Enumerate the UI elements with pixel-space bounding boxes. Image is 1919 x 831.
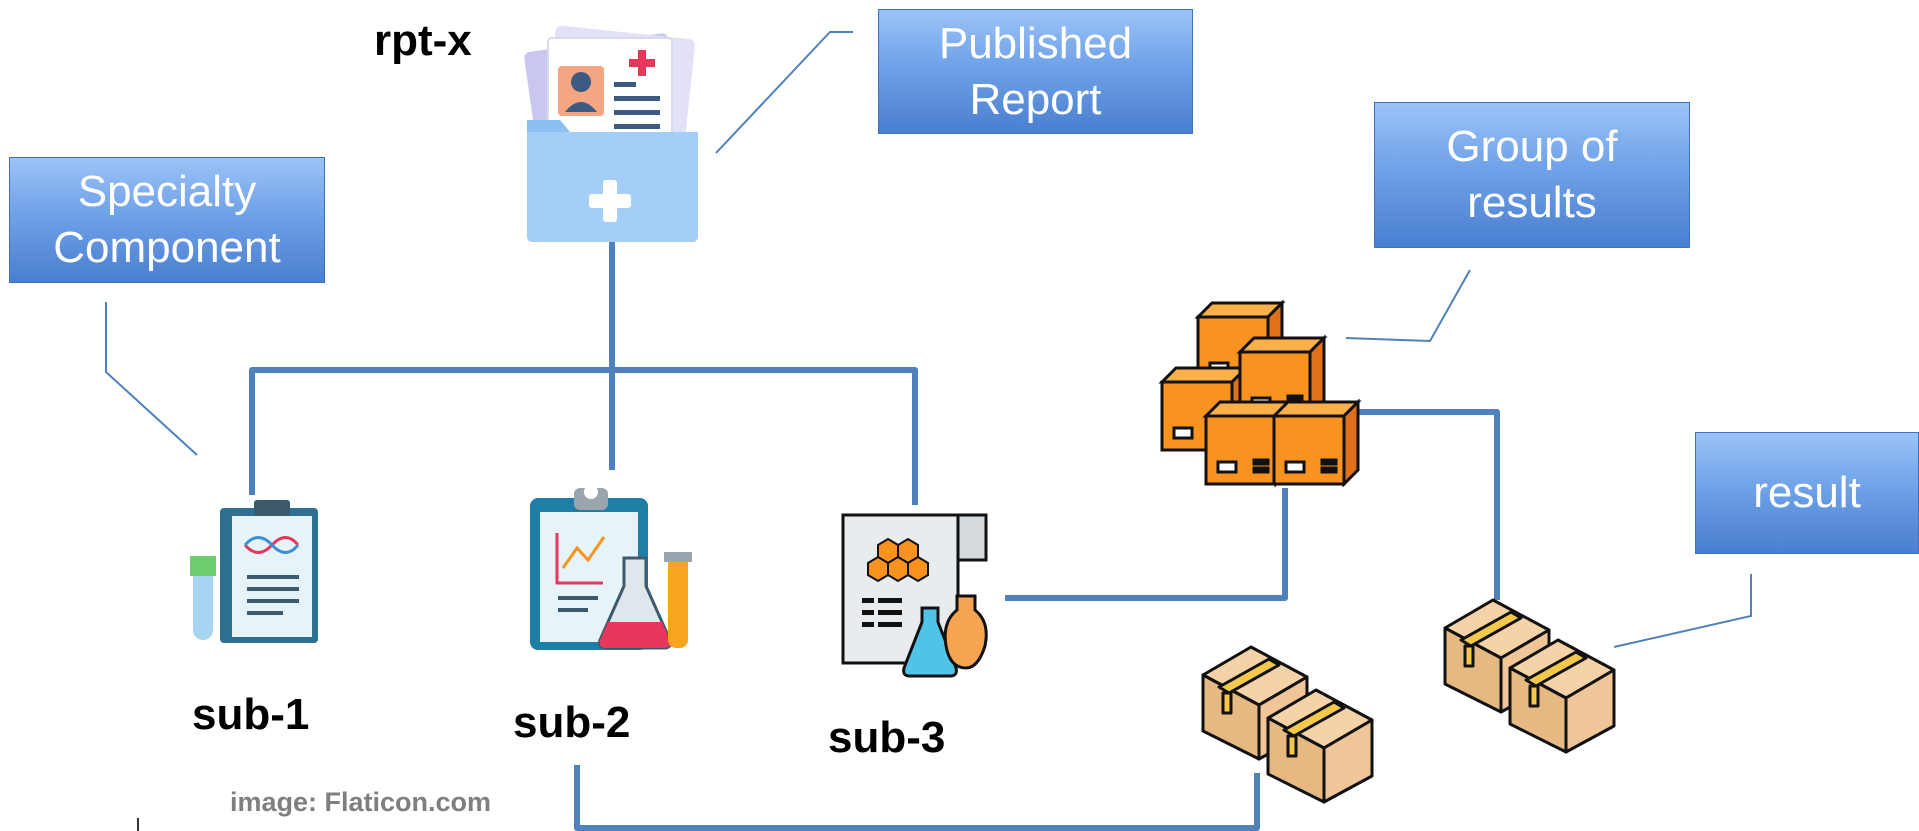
sub3-to-group-line xyxy=(1005,488,1288,601)
cardboard-boxes-icon xyxy=(1443,598,1616,754)
chemistry-document-icon xyxy=(841,513,988,678)
published-report-callout: Published Report xyxy=(878,9,1193,134)
sub3-node-label: sub-3 xyxy=(828,713,946,762)
result-callout: result xyxy=(1695,432,1919,554)
stacked-boxes-icon xyxy=(1158,299,1362,488)
leader-lines xyxy=(105,31,1752,648)
sub2-node-label: sub-2 xyxy=(513,698,631,747)
root-node-label: rpt-x xyxy=(374,16,472,65)
cardboard-boxes-icon xyxy=(1201,645,1374,804)
sub2-to-results-line xyxy=(574,765,1260,831)
group-of-results-callout: Group of results xyxy=(1374,102,1690,248)
medical-folder-icon xyxy=(524,25,698,242)
bus-line xyxy=(249,367,918,505)
lab-chart-clipboard-icon xyxy=(530,485,692,650)
published-report-leader xyxy=(715,31,853,154)
connectors xyxy=(249,238,1500,831)
specialty-component-leader xyxy=(105,302,198,456)
group-to-result-line xyxy=(1355,409,1500,600)
dna-clipboard-icon xyxy=(190,500,318,643)
specialty-component-callout: Specialty Component xyxy=(9,157,325,283)
image-credit: image: Flaticon.com xyxy=(230,787,492,817)
result-leader xyxy=(1613,574,1752,648)
sub1-node-label: sub-1 xyxy=(192,690,310,739)
group-of-results-leader xyxy=(1345,269,1471,343)
